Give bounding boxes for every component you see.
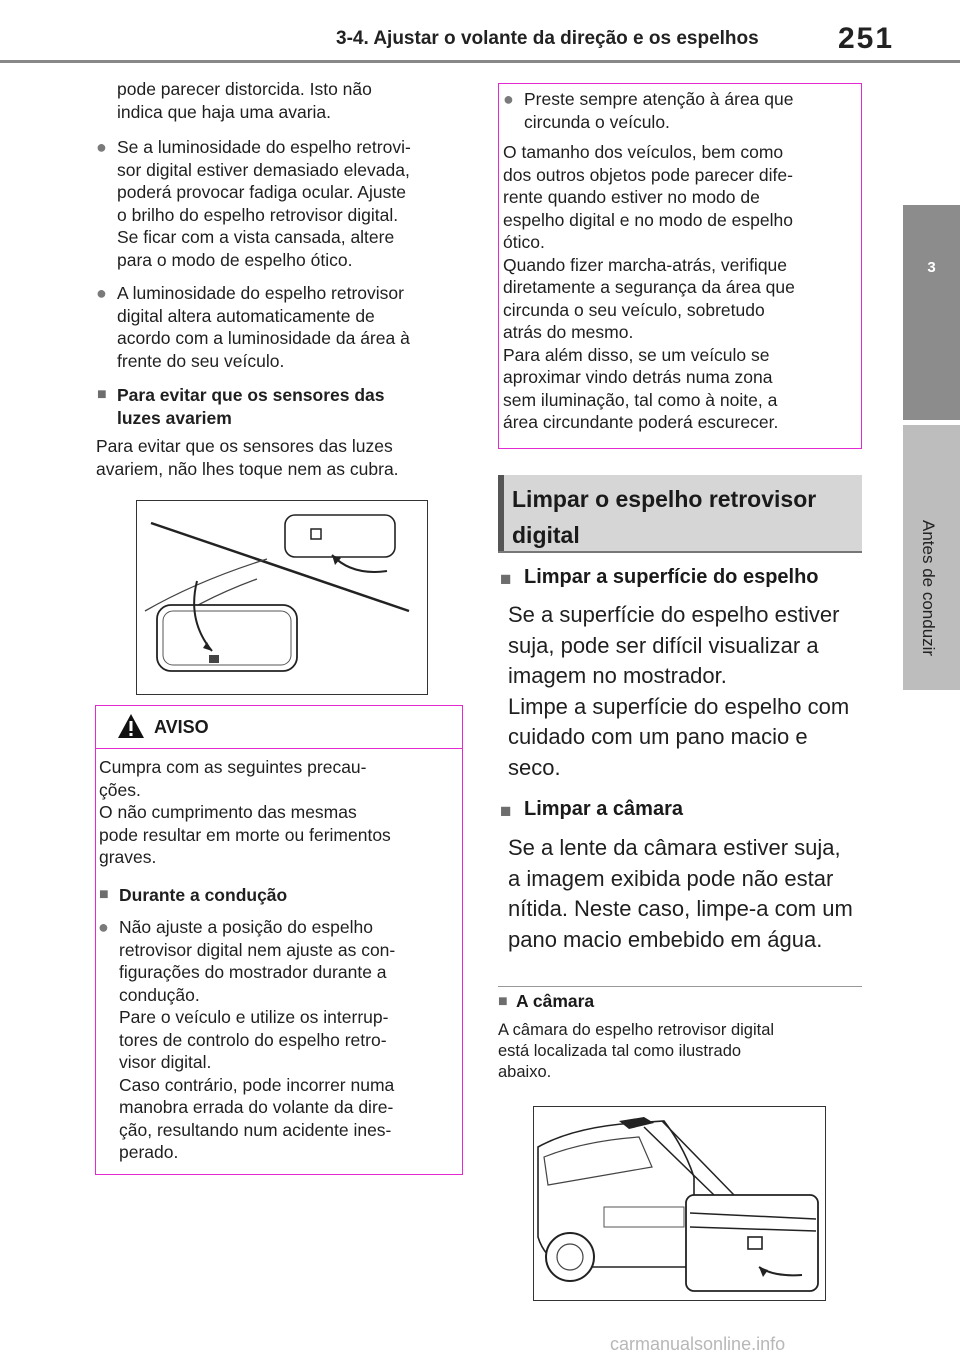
warning-triangle-icon	[118, 714, 144, 738]
warning-header: AVISO	[96, 706, 462, 749]
page-number: 251	[838, 22, 895, 55]
section-title: 3-4. Ajustar o volante da direção e os e…	[336, 28, 759, 49]
subheading-camera-clean: Limpar a câmara	[524, 798, 683, 820]
bullet-icon: ●	[503, 89, 514, 109]
warning-box: AVISO Cumpra com as seguintes precau-çõe…	[95, 705, 463, 1175]
subheading-mirror-surface: Limpar a superfície do espelho	[524, 566, 819, 588]
warning-intro: Cumpra com as seguintes precau-ções.O nã…	[99, 757, 391, 867]
mirror-drawing	[144, 514, 410, 672]
square-bullet-icon: ■	[500, 801, 512, 822]
subheading-camera: A câmara	[516, 991, 595, 1011]
bullet-icon: ●	[98, 917, 109, 937]
square-bullet-icon: ■	[97, 386, 107, 403]
chapter-label-tab: Antes de conduzir	[903, 425, 960, 690]
watermark: carmanualsonline.info	[610, 1334, 786, 1354]
mirror-sensor-illustration	[136, 500, 428, 695]
bullet-item-brightness: Se a luminosidade do espelho retrovi-sor…	[117, 137, 411, 270]
chapter-number: 3	[927, 259, 936, 276]
section-rule	[498, 551, 862, 553]
warning-title: AVISO	[154, 717, 209, 737]
car-drawing	[537, 1117, 819, 1292]
bullet-icon: ●	[96, 137, 107, 157]
header-rule	[0, 60, 960, 63]
bullet-icon: ●	[96, 283, 107, 303]
warning-subheading: Durante a condução	[119, 885, 288, 905]
chapter-tab: 3	[903, 205, 960, 420]
paragraph-camera-clean: Se a lente da câmara estiver suja,a imag…	[508, 835, 853, 952]
section-divider	[498, 986, 862, 987]
square-bullet-icon: ■	[498, 993, 508, 1010]
square-bullet-icon: ■	[500, 569, 512, 590]
camera-location-illustration	[533, 1106, 826, 1301]
chapter-label: Antes de conduzir	[919, 520, 938, 657]
section-accent-bar	[498, 475, 504, 553]
square-bullet-icon: ■	[99, 886, 109, 903]
